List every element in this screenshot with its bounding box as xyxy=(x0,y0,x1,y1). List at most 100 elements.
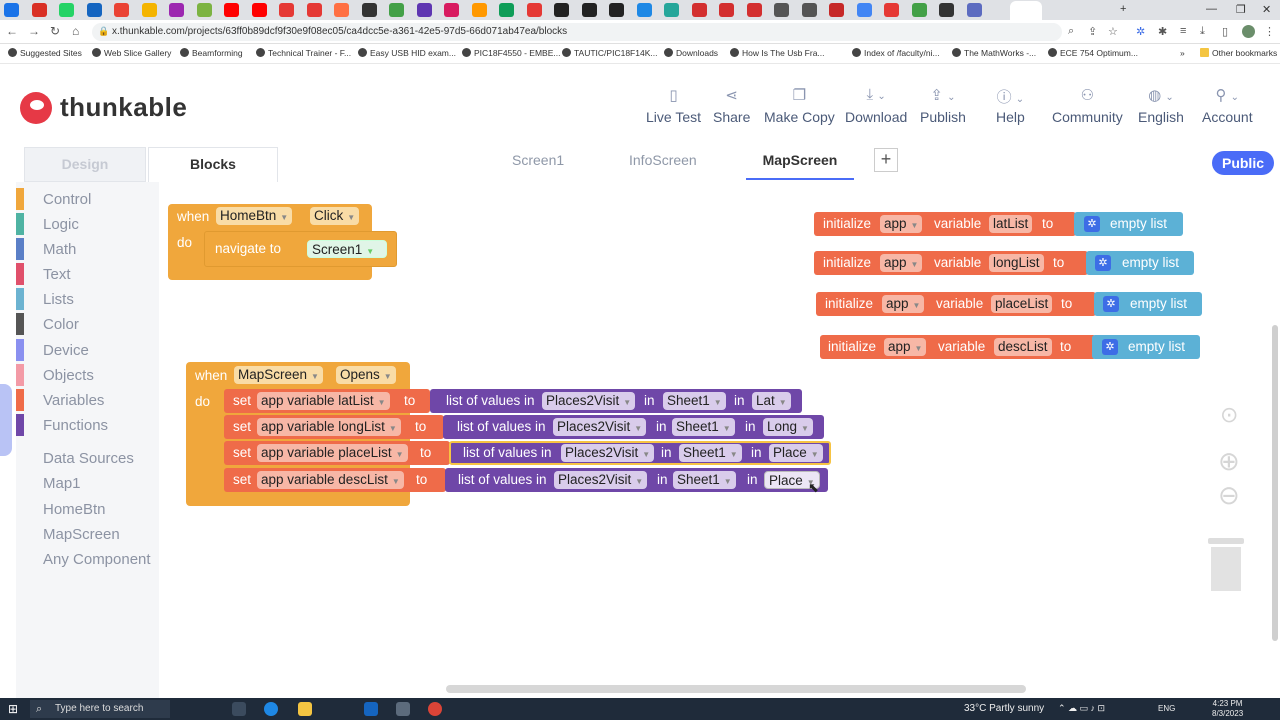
sheet-source-dropdown[interactable]: Places2Visit▼ xyxy=(542,392,636,410)
browser-tab-favicon[interactable] xyxy=(911,3,927,17)
bookmark-star-icon[interactable]: ☆ xyxy=(1108,26,1118,38)
back-icon[interactable]: ← xyxy=(6,24,18,38)
trash-icon[interactable] xyxy=(1208,538,1244,592)
windows-start-icon[interactable]: ⊞ xyxy=(8,702,19,716)
sidebar-item-objects[interactable]: Objects xyxy=(16,364,159,386)
browser-tab-favicon[interactable] xyxy=(361,3,377,17)
side-panel-icon[interactable]: ▯ xyxy=(1222,26,1229,38)
sidebar-item-math[interactable]: Math xyxy=(16,238,159,260)
mail-icon[interactable] xyxy=(364,702,378,716)
empty-list-block[interactable]: ✲ empty list xyxy=(1086,251,1194,275)
bookmark-item[interactable]: Web Slice Gallery xyxy=(92,48,171,58)
browser-tab-favicon[interactable] xyxy=(169,3,184,17)
browser-tab-favicon[interactable] xyxy=(334,3,349,17)
home-icon[interactable]: ⌂ xyxy=(72,24,80,38)
sidebar-item-mapscreen[interactable]: MapScreen xyxy=(43,526,120,543)
set-variable-block[interactable]: set app variable longList▼ to xyxy=(224,415,444,439)
navigate-block[interactable]: navigate to Screen1▼ xyxy=(204,231,397,267)
language-button[interactable]: ◍ ⌄English xyxy=(1138,87,1184,125)
init-variable-block[interactable]: initialize app▼ variable descList to xyxy=(820,335,1096,359)
browser-tab-favicon[interactable] xyxy=(114,3,129,17)
browser-tab-favicon[interactable] xyxy=(856,3,872,17)
variable-dropdown[interactable]: app variable longList▼ xyxy=(257,418,401,436)
variable-name-field[interactable]: latList xyxy=(989,215,1033,233)
browser-tab-favicon[interactable] xyxy=(526,3,542,17)
browser-tab-favicon[interactable] xyxy=(471,3,487,17)
browser-tab-favicon[interactable] xyxy=(444,3,459,17)
bookmark-item[interactable]: Other bookmarks xyxy=(1200,48,1277,58)
add-screen-button[interactable]: + xyxy=(874,148,898,172)
center-target-icon[interactable]: ⊙ xyxy=(1220,402,1239,427)
url-field[interactable]: 🔒 x.thunkable.com/projects/63ff0b89dcf9f… xyxy=(92,23,1062,41)
zoom-in-icon[interactable]: ⊕ xyxy=(1218,446,1240,476)
maximize-icon[interactable]: ❐ xyxy=(1236,4,1246,16)
init-variable-block[interactable]: initialize app▼ variable placeList to xyxy=(816,292,1096,316)
sidebar-item-device[interactable]: Device xyxy=(16,339,159,361)
browser-tab-favicon[interactable] xyxy=(86,3,102,17)
sheet-source-dropdown[interactable]: Places2Visit▼ xyxy=(553,418,647,436)
browser-tab-favicon[interactable] xyxy=(746,3,762,17)
init-variable-block[interactable]: initialize app▼ variable longList to xyxy=(814,251,1088,275)
set-variable-block[interactable]: set app variable latList▼ to xyxy=(224,389,430,413)
scope-dropdown[interactable]: app▼ xyxy=(884,338,927,356)
screen-tab-mapscreen[interactable]: MapScreen xyxy=(746,152,854,180)
event-dropdown[interactable]: Click▼ xyxy=(310,207,360,225)
empty-list-block[interactable]: ✲ empty list xyxy=(1092,335,1200,359)
bookmark-item[interactable]: Beamforming xyxy=(180,48,243,58)
profile-avatar[interactable] xyxy=(1242,25,1255,38)
browser-tab-favicon[interactable] xyxy=(4,3,19,17)
gear-icon[interactable]: ✲ xyxy=(1103,296,1119,312)
sheet-dropdown[interactable]: Sheet1▼ xyxy=(672,418,735,436)
empty-list-block[interactable]: ✲ empty list xyxy=(1094,292,1202,316)
public-badge[interactable]: Public xyxy=(1212,151,1274,175)
variable-dropdown[interactable]: app variable descList▼ xyxy=(257,471,404,489)
chrome-icon[interactable] xyxy=(428,702,442,716)
list-of-values-block[interactable]: list of values in Places2Visit▼ in Sheet… xyxy=(443,415,824,439)
list-of-values-block[interactable]: list of values in Places2Visit▼ in Sheet… xyxy=(430,389,802,413)
publish-button[interactable]: ⇪ ⌄Publish xyxy=(920,87,966,125)
screen-dropdown[interactable]: Screen1▼ xyxy=(307,240,387,258)
browser-menu-icon[interactable]: ⋮ xyxy=(1264,26,1275,38)
active-browser-tab[interactable] xyxy=(1010,1,1042,20)
bookmark-item[interactable]: Suggested Sites xyxy=(8,48,82,58)
init-variable-block[interactable]: initialize app▼ variable latList to xyxy=(814,212,1076,236)
browser-tab-favicon[interactable] xyxy=(251,3,267,17)
sidebar-item-data-sources[interactable]: Data Sources xyxy=(43,450,134,467)
share-page-icon[interactable]: ⇪ xyxy=(1088,26,1098,38)
weather-widget[interactable]: 33°C Partly sunny xyxy=(964,703,1045,714)
zoom-out-icon[interactable]: ⊖ xyxy=(1218,480,1240,510)
browser-tab-favicon[interactable] xyxy=(664,3,679,17)
bookmark-item[interactable]: PIC18F4550 - EMBE... xyxy=(462,48,560,58)
event-dropdown[interactable]: Opens▼ xyxy=(336,366,396,384)
sheet-dropdown[interactable]: Sheet1▼ xyxy=(663,392,726,410)
extension-gear-icon[interactable]: ✲ xyxy=(1136,26,1146,38)
sidebar-item-text[interactable]: Text xyxy=(16,263,159,285)
sidebar-item-variables[interactable]: Variables xyxy=(16,389,159,411)
variable-dropdown[interactable]: app variable latList▼ xyxy=(257,392,390,410)
browser-tab-favicon[interactable] xyxy=(279,3,294,17)
list-of-values-block[interactable]: list of values in Places2Visit▼ in Sheet… xyxy=(445,468,828,492)
gear-icon[interactable]: ✲ xyxy=(1095,255,1111,271)
bookmark-item[interactable]: Easy USB HID exam... xyxy=(358,48,456,58)
gear-icon[interactable]: ✲ xyxy=(1084,216,1100,232)
close-window-icon[interactable]: ✕ xyxy=(1262,4,1272,16)
empty-list-block[interactable]: ✲ empty list xyxy=(1074,212,1183,236)
community-button[interactable]: ⚇Community xyxy=(1052,87,1123,125)
sheet-source-dropdown[interactable]: Places2Visit▼ xyxy=(561,444,655,462)
settings-icon[interactable] xyxy=(396,702,410,716)
scope-dropdown[interactable]: app▼ xyxy=(880,254,923,272)
sidebar-item-lists[interactable]: Lists xyxy=(16,288,159,310)
browser-tab-favicon[interactable] xyxy=(499,3,514,17)
bookmarks-overflow-icon[interactable]: » xyxy=(1180,48,1185,58)
set-variable-block[interactable]: set app variable placeList▼ to xyxy=(224,441,450,465)
thunkable-logo[interactable] xyxy=(20,92,52,124)
browser-tab-favicon[interactable] xyxy=(59,3,74,17)
sidebar-item-control[interactable]: Control xyxy=(16,188,159,210)
list-of-values-block-selected[interactable]: list of values in Places2Visit▼ in Sheet… xyxy=(449,441,831,465)
bookmark-item[interactable]: TAUTIC/PIC18F14K... xyxy=(562,48,657,58)
bookmark-item[interactable]: Downloads xyxy=(664,48,718,58)
system-tray-icon[interactable]: ⌃ ☁ ▭ ♪ ⊡ xyxy=(1058,703,1106,713)
column-dropdown[interactable]: Place▼ xyxy=(769,444,823,462)
variable-name-field[interactable]: descList xyxy=(994,338,1052,356)
